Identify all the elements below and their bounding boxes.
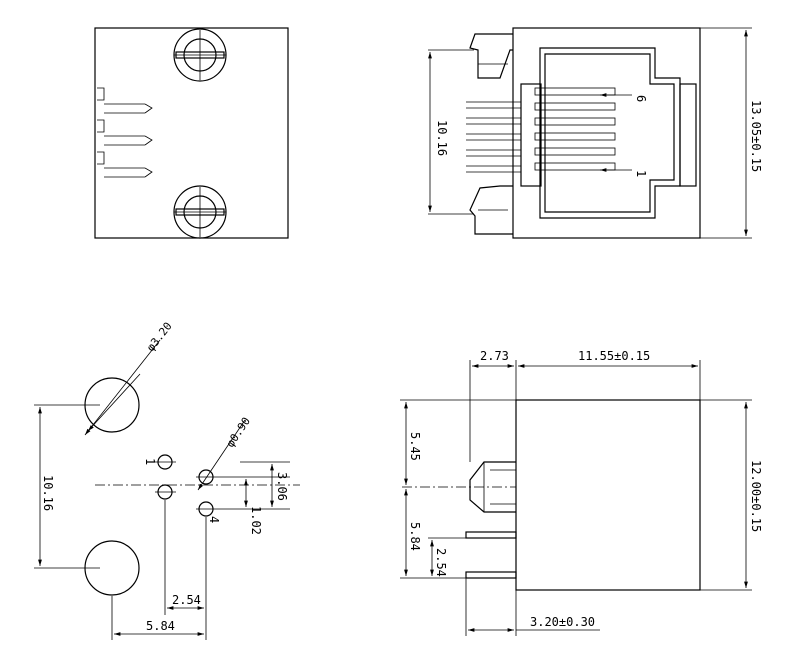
pcb-footprint: φ3.20 φ0.90 1 4 10.16 3.06 1.02 2.54 5.8… bbox=[34, 320, 300, 640]
pin-offset-102: 1.02 bbox=[249, 506, 263, 535]
front-pins bbox=[97, 87, 153, 178]
pin-pitch-horizontal: 2.54 bbox=[172, 593, 201, 607]
pin-1-label: 1 bbox=[634, 170, 648, 177]
pin-offset-306: 3.06 bbox=[275, 472, 289, 501]
pin-span-horizontal: 5.84 bbox=[146, 619, 175, 633]
side-height-dimension: 13.05±0.15 bbox=[749, 100, 763, 172]
front-view bbox=[94, 27, 289, 239]
profile-view: 2.73 11.55±0.15 12.00±0.15 5.45 5.84 2.5… bbox=[400, 349, 763, 636]
lower-mounting-boss bbox=[173, 185, 227, 239]
upper-offset-dimension: 5.45 bbox=[408, 432, 422, 461]
side-view: 6 1 10.16 13.05±0.15 bbox=[428, 27, 763, 239]
pin-6-label: 6 bbox=[634, 95, 648, 102]
body-length-dimension: 11.55±0.15 bbox=[578, 349, 650, 363]
pin-pitch-dimension: 2.54 bbox=[434, 548, 448, 577]
latch-depth-dimension: 2.73 bbox=[480, 349, 509, 363]
side-pitch-dimension: 10.16 bbox=[435, 120, 449, 156]
big-hole-diameter: φ3.20 bbox=[144, 320, 175, 354]
pin-length-dimension: 3.20±0.30 bbox=[530, 615, 595, 629]
side-leads bbox=[466, 101, 521, 173]
lower-offset-dimension: 5.84 bbox=[408, 522, 422, 551]
upper-mounting-boss bbox=[173, 28, 227, 82]
hole-pitch-vertical: 10.16 bbox=[41, 475, 55, 511]
small-hole-diameter: φ0.90 bbox=[224, 415, 253, 450]
pin-4-marker: 4 bbox=[207, 516, 221, 523]
body-height-dimension: 12.00±0.15 bbox=[749, 460, 763, 532]
contact-springs bbox=[534, 87, 616, 171]
pin-1-marker: 1 bbox=[143, 458, 157, 465]
